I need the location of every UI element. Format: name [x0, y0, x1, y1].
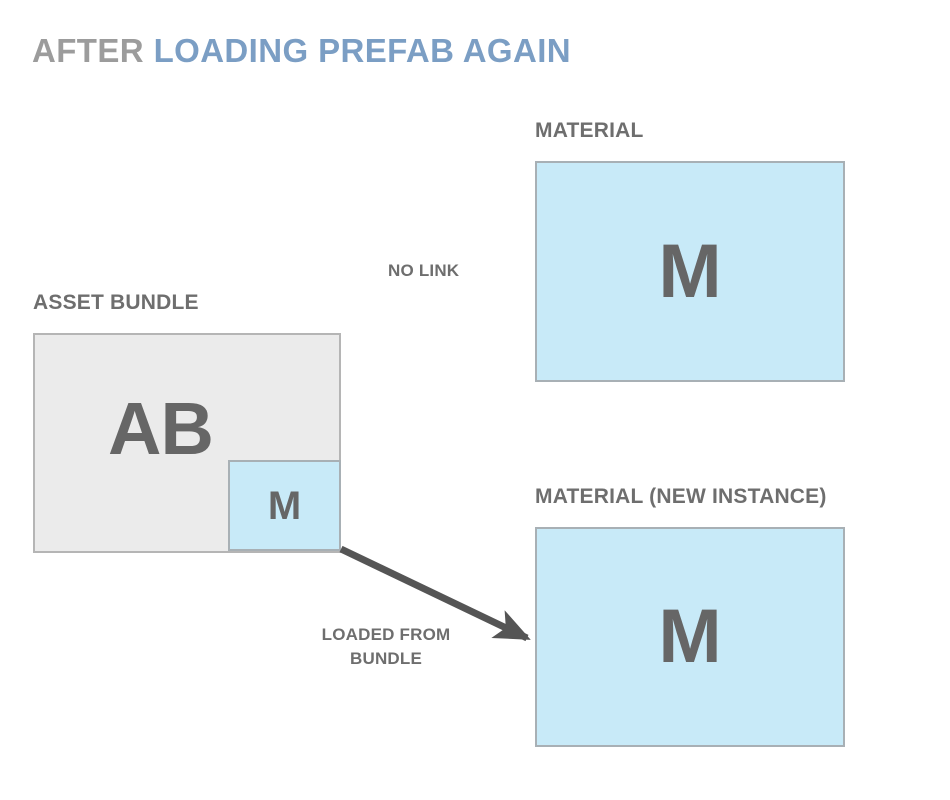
page-title: AFTER LOADING PREFAB AGAIN [32, 30, 571, 72]
material-node-box: M [535, 161, 845, 382]
asset-bundle-embedded-material-letter: M [267, 483, 302, 528]
loaded-from-bundle-edge-label: LOADED FROM BUNDLE [321, 625, 451, 668]
asset-bundle-node-label: ASSET BUNDLE [33, 291, 199, 314]
material-new-instance-node-label: MATERIAL (NEW INSTANCE) [535, 485, 827, 508]
material-new-instance-node-letter: M [658, 594, 722, 679]
page-title-highlight: LOADING PREFAB AGAIN [153, 32, 572, 69]
page-title-prefix: AFTER [32, 32, 144, 69]
asset-bundle-embedded-material-box: M [228, 460, 341, 551]
no-link-edge-label: NO LINK [388, 261, 460, 280]
asset-bundle-node-letter: AB [108, 387, 214, 470]
material-new-instance-node-box: M [535, 527, 845, 747]
material-node-label: MATERIAL [535, 119, 644, 142]
material-node-letter: M [658, 228, 722, 314]
